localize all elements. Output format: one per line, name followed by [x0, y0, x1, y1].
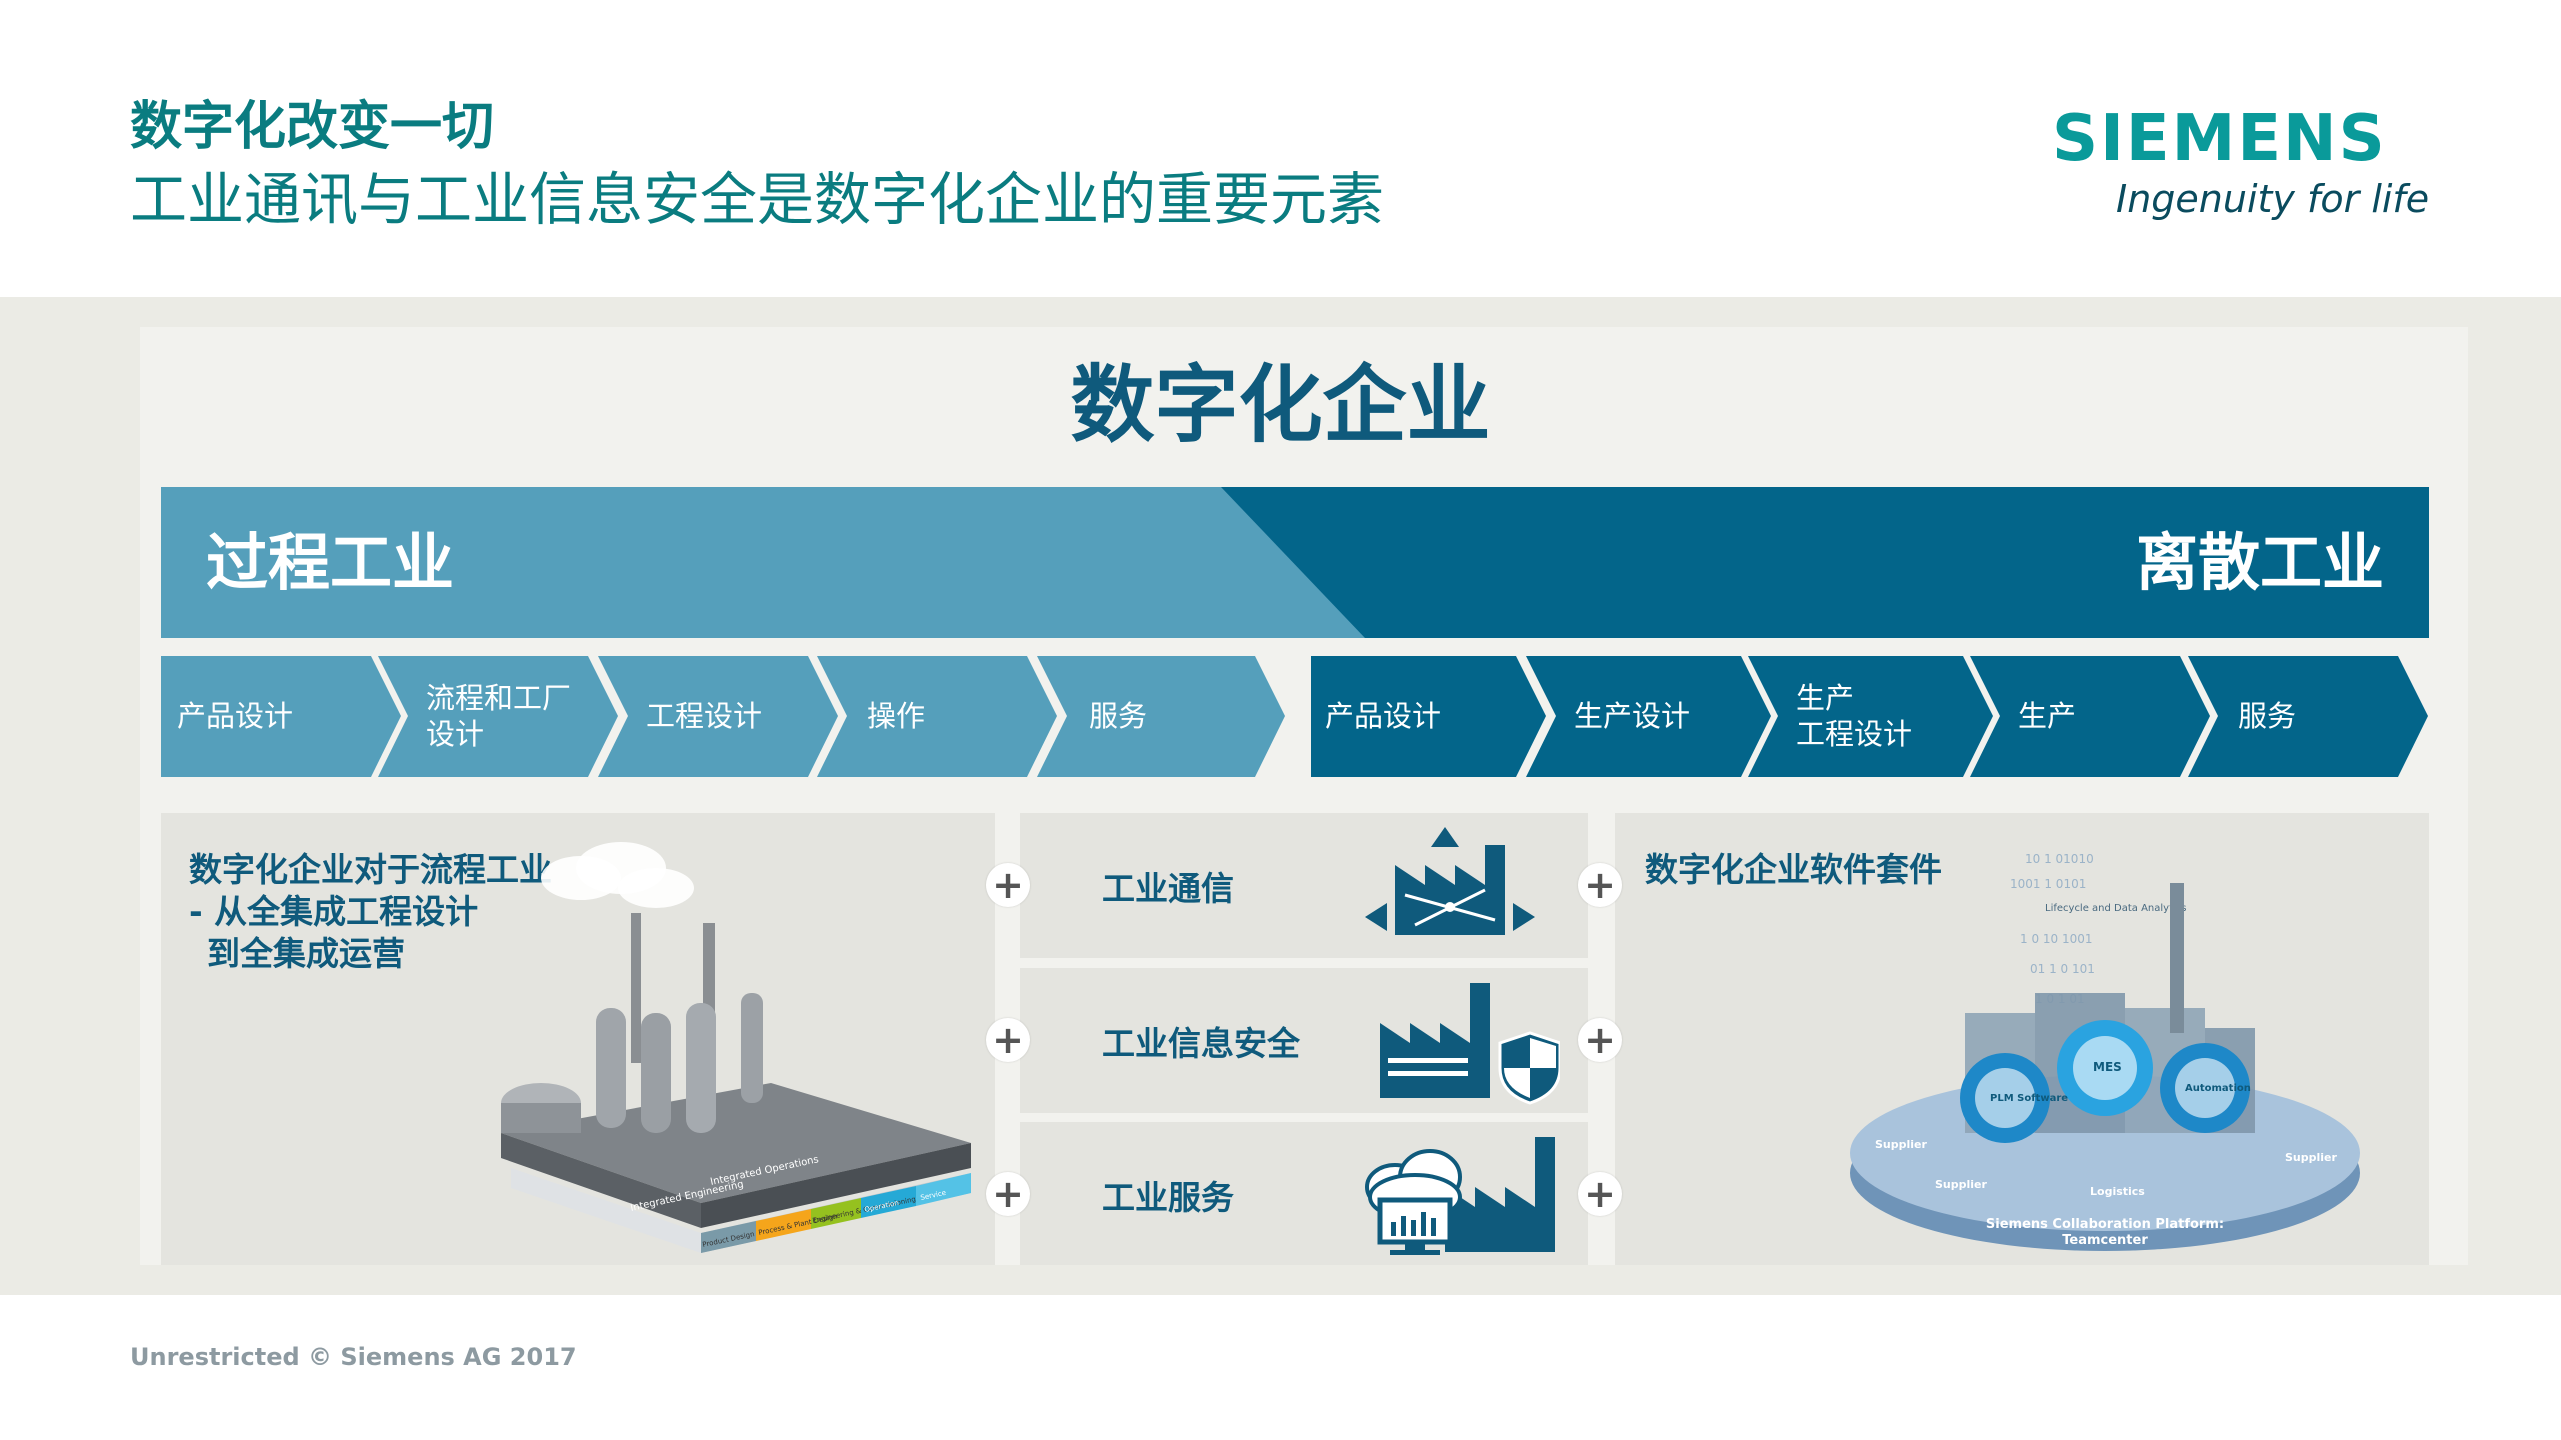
discrete-step-4[interactable]: 生产	[1970, 656, 2210, 777]
supplier-label-left: Supplier	[1875, 1138, 1928, 1151]
process-step-2-label-2: 设计	[426, 717, 485, 751]
cloud-monitor-factory-icon	[1365, 1137, 1555, 1255]
industrial-communication-label: 工业通信	[1102, 869, 1234, 908]
industrial-communication-box[interactable]: 工业通信	[1020, 813, 1588, 958]
process-step-4[interactable]: 操作	[817, 656, 1057, 777]
discrete-industry-label: 离散工业	[2135, 526, 2384, 599]
process-step-4-label: 操作	[867, 699, 926, 733]
plus-icon: +	[1578, 1018, 1622, 1062]
process-step-2-label: 流程和工厂	[426, 681, 572, 715]
process-industry-box: 数字化企业对于流程工业 - 从全集成工程设计 到全集成运营 Integrated…	[161, 813, 995, 1265]
logo-brand: SIEMENS	[2052, 108, 2387, 176]
platform-label-2: Teamcenter	[2062, 1233, 2148, 1248]
network-factory-icon	[1365, 827, 1535, 935]
disc-automation-label: Automation	[2185, 1083, 2251, 1094]
plus-icon: +	[986, 1018, 1030, 1062]
disc-mes-label: MES	[2093, 1060, 2122, 1074]
process-step-2[interactable]: 流程和工厂 设计	[378, 656, 618, 777]
page-title: 数字化改变一切	[130, 97, 495, 157]
plus-icon: +	[1578, 1172, 1622, 1216]
platform-label-1: Siemens Collaboration Platform:	[1986, 1217, 2224, 1232]
discrete-step-3[interactable]: 生产 工程设计	[1748, 656, 1993, 777]
process-box-line-1: 数字化企业对于流程工业	[189, 850, 552, 889]
plus-icon: +	[1578, 863, 1622, 907]
page-subtitle: 工业通讯与工业信息安全是数字化企业的重要元素	[130, 167, 1384, 233]
footer-copyright: Unrestricted © Siemens AG 2017	[130, 1343, 577, 1371]
shield-factory-icon	[1380, 983, 1560, 1105]
plus-icon: +	[986, 863, 1030, 907]
discrete-step-4-label: 生产	[2018, 699, 2077, 733]
process-step-5-label: 服务	[1089, 699, 1148, 733]
process-step-1[interactable]: 产品设计	[161, 656, 401, 777]
process-box-line-2: - 从全集成工程设计	[189, 892, 479, 931]
logo-tagline: Ingenuity for life	[2116, 177, 2429, 221]
discrete-step-3-label-2: 工程设计	[1796, 717, 1913, 751]
discrete-step-3-label: 生产	[1796, 681, 1855, 715]
process-industry-label: 过程工业	[206, 526, 455, 599]
discrete-step-5[interactable]: 服务	[2188, 656, 2428, 777]
process-step-3[interactable]: 工程设计	[598, 656, 838, 777]
industrial-services-label: 工业服务	[1102, 1178, 1234, 1217]
discrete-step-5-label: 服务	[2238, 699, 2297, 733]
supplier-label-bottom: Supplier	[1935, 1178, 1988, 1191]
collaboration-platform-illustration: 10 1 01010 1001 1 0101 1 0 10 1001 01 1 …	[1850, 852, 2360, 1251]
svg-text:10 1 01010: 10 1 01010	[2025, 852, 2094, 866]
industrial-security-label: 工业信息安全	[1102, 1024, 1300, 1063]
software-suite-title: 数字化企业软件套件	[1645, 850, 1942, 889]
industrial-security-box[interactable]: 工业信息安全	[1020, 968, 1588, 1113]
plus-icon: +	[986, 1172, 1030, 1216]
svg-text:1001 1 0101: 1001 1 0101	[2010, 877, 2086, 891]
discrete-step-1-label: 产品设计	[1325, 699, 1442, 733]
lifecycle-analytics-label: Lifecycle and Data Analytics	[2045, 903, 2187, 914]
industrial-services-box[interactable]: 工业服务	[1020, 1122, 1588, 1265]
svg-text:1 0 10 1001: 1 0 10 1001	[2020, 932, 2093, 946]
software-suite-box: 数字化企业软件套件 10 1 01010 1001 1 0101 1 0 10 …	[1615, 813, 2429, 1265]
main-title: 数字化企业	[1070, 356, 1491, 454]
logistics-label: Logistics	[2090, 1185, 2145, 1198]
process-box-line-3: 到全集成运营	[207, 934, 405, 973]
discrete-step-1[interactable]: 产品设计	[1311, 656, 1546, 777]
process-plant-illustration: Integrated Operations Integrated Enginee…	[501, 842, 971, 1253]
discrete-step-2[interactable]: 生产设计	[1526, 656, 1771, 777]
svg-text:01 1 0 101: 01 1 0 101	[2030, 962, 2095, 976]
industry-banner: 过程工业 离散工业	[161, 487, 2429, 638]
process-step-1-label: 产品设计	[177, 699, 294, 733]
process-step-3-label: 工程设计	[646, 699, 763, 733]
disc-plm-label: PLM Software	[1990, 1093, 2068, 1104]
process-step-5[interactable]: 服务	[1037, 656, 1285, 777]
discrete-step-2-label: 生产设计	[1574, 699, 1691, 733]
supplier-label-right: Supplier	[2285, 1151, 2338, 1164]
siemens-logo: SIEMENS Ingenuity for life	[2052, 108, 2429, 221]
